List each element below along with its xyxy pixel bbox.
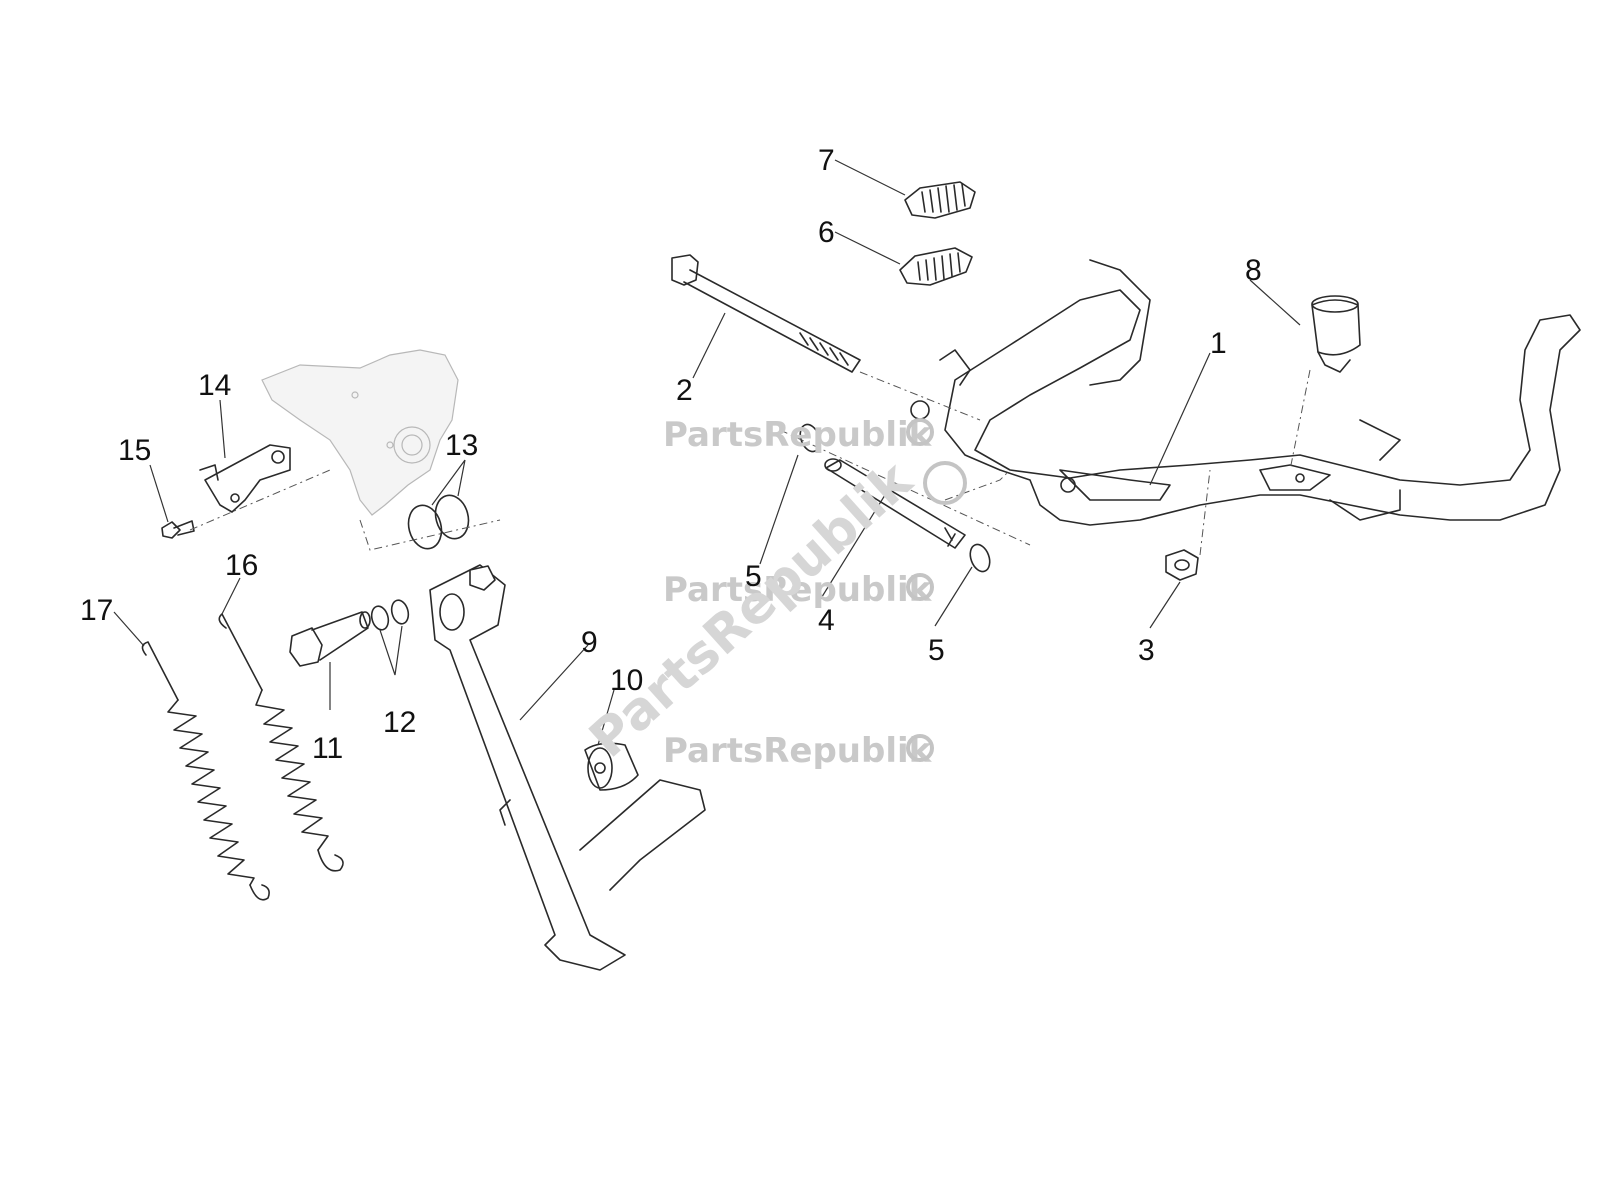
frame-bracket-ghost — [261, 349, 459, 516]
callout-17: 17 — [80, 594, 113, 627]
part-15-screw — [161, 520, 195, 539]
part-2-long-bolt — [671, 254, 861, 373]
part-5-circlip-left — [799, 423, 821, 453]
watermark-text: PartsRepublik — [663, 415, 933, 455]
callout-4: 4 — [818, 604, 835, 637]
watermark-text: PartsRepublik — [663, 570, 933, 610]
callout-13: 13 — [445, 429, 478, 462]
callout-6: 6 — [818, 216, 835, 249]
callout-labels: 1 2 3 4 5 5 6 7 8 9 10 11 12 13 14 15 16… — [80, 144, 1262, 765]
callout-1: 1 — [1210, 327, 1227, 360]
part-8-rubber-buffer — [1311, 295, 1361, 373]
callout-10: 10 — [610, 664, 643, 697]
watermark-3: PartsRepublik — [663, 731, 934, 771]
callout-9: 9 — [581, 626, 598, 659]
callout-5-right: 5 — [928, 634, 945, 667]
callout-16: 16 — [225, 549, 258, 582]
part-9-side-stand — [429, 564, 706, 971]
part-10-buffer — [584, 742, 639, 791]
part-6-spring-lower — [899, 247, 973, 286]
part-4-pin — [824, 458, 966, 549]
part-14-bracket-plate — [199, 444, 291, 513]
watermark-1: PartsRepublik — [663, 415, 934, 455]
callout-3: 3 — [1138, 634, 1155, 667]
part-12-o-rings — [370, 599, 410, 631]
callout-11: 11 — [312, 732, 343, 765]
part-13-bushings — [407, 494, 470, 550]
part-11-pivot-bolt — [289, 611, 371, 667]
part-7-spring-upper — [904, 181, 976, 219]
callout-12: 12 — [383, 706, 416, 739]
callout-15: 15 — [118, 434, 151, 467]
callout-7: 7 — [818, 144, 835, 177]
callout-5-left: 5 — [745, 560, 762, 593]
watermark-2: PartsRepublik — [663, 570, 934, 610]
callout-8: 8 — [1245, 254, 1262, 287]
part-5-circlip-right — [969, 543, 991, 573]
callout-14: 14 — [198, 369, 231, 402]
part-17-long-spring — [141, 641, 270, 901]
assembly-axes — [189, 369, 1311, 556]
callout-2: 2 — [676, 374, 693, 407]
watermark-text: PartsRepublik — [663, 731, 933, 771]
part-1-main-stand — [910, 259, 1581, 526]
leader-lines — [113, 159, 1301, 746]
part-16-long-spring — [218, 613, 344, 872]
part-3-nut — [1165, 549, 1199, 581]
